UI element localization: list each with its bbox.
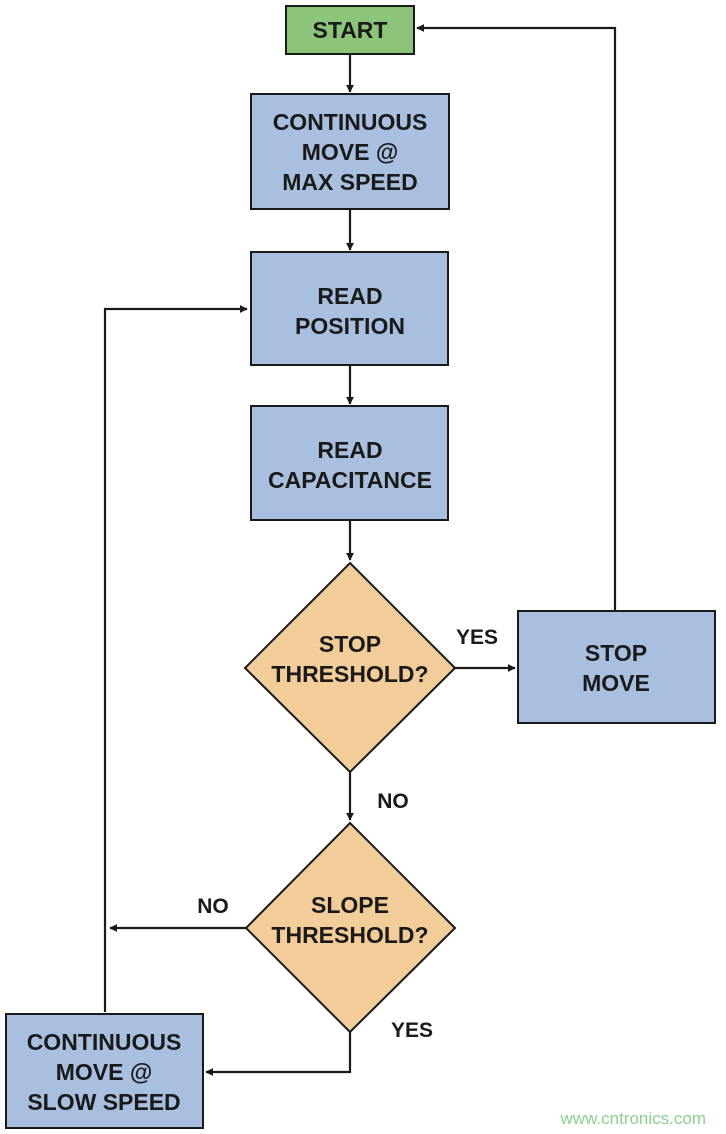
edge-move-slow-to-read-position xyxy=(103,305,248,1012)
stop-no-label: NO xyxy=(377,790,409,813)
edge-slope-threshold-yes xyxy=(205,1032,352,1076)
move-max-line-3: MAX SPEED xyxy=(282,169,417,195)
move-max-line-1: CONTINUOUS xyxy=(273,109,428,135)
start-label: START xyxy=(313,17,388,43)
edge-stop-move-to-start xyxy=(416,24,617,610)
read-position-line-1: READ xyxy=(317,283,382,309)
read-position-node: READ POSITION xyxy=(250,251,449,366)
move-slow-speed-node: CONTINUOUS MOVE @ SLOW SPEED xyxy=(5,1013,204,1129)
stop-threshold-line-1: STOP xyxy=(319,631,381,657)
stop-move-line-1: STOP xyxy=(585,640,647,666)
move-slow-line-3: SLOW SPEED xyxy=(27,1089,180,1115)
stop-move-node: STOP MOVE xyxy=(517,610,716,724)
stop-threshold-line-2: THRESHOLD? xyxy=(271,661,428,687)
move-slow-line-1: CONTINUOUS xyxy=(27,1029,182,1055)
read-capacitance-line-2: CAPACITANCE xyxy=(268,467,432,493)
move-max-line-2: MOVE @ xyxy=(302,139,399,165)
slope-no-label: NO xyxy=(197,895,229,918)
read-capacitance-node: READ CAPACITANCE xyxy=(250,405,449,521)
read-position-line-2: POSITION xyxy=(295,313,405,339)
slope-yes-label: YES xyxy=(391,1019,433,1042)
move-max-speed-node: CONTINUOUS MOVE @ MAX SPEED xyxy=(250,93,450,210)
stop-yes-label: YES xyxy=(456,626,498,649)
stop-threshold-decision: STOP THRESHOLD? xyxy=(243,561,457,774)
read-capacitance-line-1: READ xyxy=(317,437,382,463)
connectors xyxy=(103,24,617,1076)
move-slow-line-2: MOVE @ xyxy=(56,1059,153,1085)
watermark-text: www.cntronics.com xyxy=(560,1109,706,1128)
stop-move-line-2: MOVE xyxy=(582,670,650,696)
slope-threshold-decision: SLOPE THRESHOLD? xyxy=(244,821,457,1034)
slope-threshold-line-2: THRESHOLD? xyxy=(271,922,428,948)
start-node: START xyxy=(285,5,415,55)
slope-threshold-line-1: SLOPE xyxy=(311,892,389,918)
